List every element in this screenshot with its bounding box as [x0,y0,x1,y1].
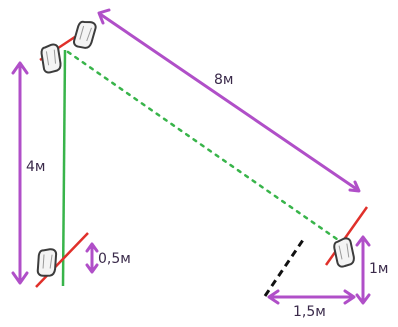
top-span-label: 8м [214,72,234,88]
anchor-bar-bottom-left [35,232,89,288]
bottom-gap-arrow [85,242,99,274]
left-height-label: 4м [26,159,46,175]
bottom-span-label: 1,5м [293,304,326,320]
dashed-mark [263,236,307,297]
carabiner-icon [39,43,63,74]
anchor-bar-right [324,206,369,266]
left-height-arrow [11,61,29,285]
vertical-rope [61,49,67,287]
carabiner-icon [70,17,99,52]
bottom-gap-label: 0,5м [98,251,131,267]
carabiner-icon [332,236,356,269]
carabiner-icon [35,246,59,279]
right-height-arrow [355,235,371,305]
bottom-span-arrow [267,289,356,305]
top-span-arrow [97,8,361,193]
dotted-traverse-line [66,50,346,246]
right-height-label: 1м [369,261,389,277]
